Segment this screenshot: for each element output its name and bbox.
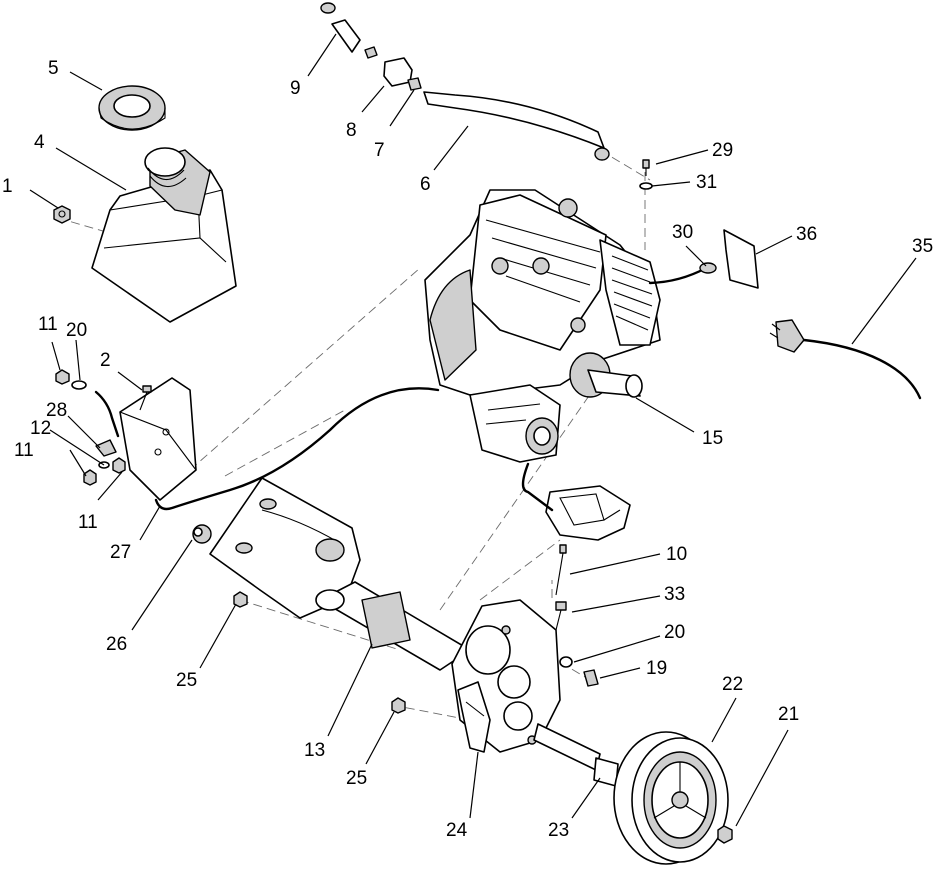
hardware-33-20-19 [555,601,599,687]
wiring-harness [94,387,440,511]
callout-24: 24 [446,820,468,841]
auger-tube [315,581,471,671]
wheel-nut [717,825,733,844]
nut-25-lower [391,697,406,714]
bolt-10 [555,544,567,596]
engine-output-shaft [569,352,643,398]
callout-23: 23 [548,820,569,841]
callout-1: 1 [2,176,13,197]
mounting-bracket [55,369,197,501]
callout-35: 35 [912,236,933,257]
callout-20-right: 20 [664,622,685,643]
nut-1 [53,205,71,224]
bolt-and-washer-29-31 [639,159,653,190]
callout-8: 8 [346,120,357,141]
callout-10: 10 [666,544,687,565]
spacer-26 [192,524,212,544]
callout-2: 2 [100,350,111,371]
fuel-line-parts [320,2,610,161]
callout-11-top: 11 [38,314,58,335]
ignition-module [521,462,631,541]
assembly-guide-lines [64,149,651,721]
electric-starter [469,384,561,463]
callout-labels: 1 2 4 5 6 7 8 9 10 11 11 11 12 13 15 19 … [2,58,933,841]
engine-assembly [424,189,661,396]
leader-lines [29,33,917,827]
callout-30: 30 [672,222,693,243]
fuel-cap [98,85,166,131]
callout-13: 13 [304,740,325,761]
callout-7: 7 [374,140,385,161]
callout-20-left: 20 [66,320,87,341]
nut-25-upper [233,591,248,608]
callout-36: 36 [796,224,817,245]
callout-28: 28 [46,400,67,421]
callout-26: 26 [106,634,127,655]
fuel-tank [91,147,237,323]
callout-12: 12 [30,418,51,439]
callout-21: 21 [778,704,799,725]
callout-6: 6 [420,174,431,195]
callout-33: 33 [664,584,685,605]
callout-9: 9 [290,78,301,99]
callout-25-lower: 25 [346,768,367,789]
callout-15: 15 [702,428,723,449]
callout-11-bottom: 11 [78,512,98,533]
electrical-parts [648,229,922,400]
callout-4: 4 [34,132,45,153]
callout-27: 27 [110,542,131,563]
callout-22: 22 [722,674,743,695]
housing-side-plate [209,477,361,619]
callout-19: 19 [646,658,667,679]
wheel [613,731,729,865]
callout-25-left: 25 [176,670,197,691]
callout-11-left: 11 [14,440,34,461]
callout-5: 5 [48,58,59,79]
callout-31: 31 [696,172,717,193]
axle-and-spacer [533,723,619,787]
callout-29: 29 [712,140,733,161]
bracket-24 [457,681,491,753]
